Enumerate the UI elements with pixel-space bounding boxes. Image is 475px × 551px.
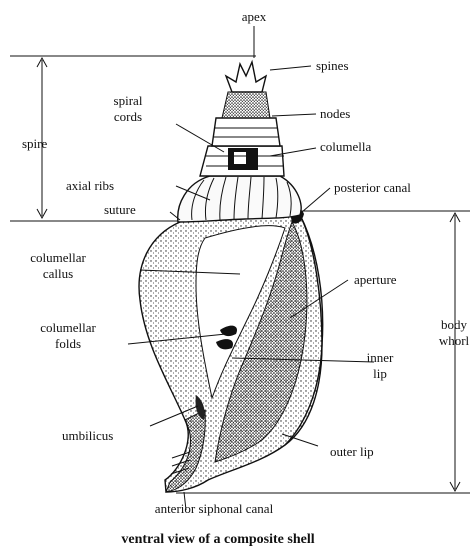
label-columella: columella <box>320 139 371 154</box>
label-spiral-cords-2: cords <box>114 109 142 124</box>
label-columellar-callus-2: callus <box>43 266 73 281</box>
label-columellar-folds-1: columellar <box>40 320 96 335</box>
label-suture: suture <box>104 202 136 217</box>
label-anterior-siphonal-canal: anterior siphonal canal <box>155 501 274 516</box>
label-inner-lip-2: lip <box>373 366 387 381</box>
label-columellar-folds-2: folds <box>55 336 81 351</box>
label-spiral-cords-1: spiral <box>114 93 143 108</box>
label-inner-lip-1: inner <box>367 350 394 365</box>
label-apex: apex <box>242 9 267 24</box>
label-body-whorl-2: whorl <box>439 333 470 348</box>
label-axial-ribs: axial ribs <box>66 178 114 193</box>
label-umbilicus: umbilicus <box>62 428 113 443</box>
label-spire: spire <box>22 136 48 151</box>
nodes-dark <box>222 92 270 118</box>
label-aperture: aperture <box>354 272 397 287</box>
shell-illustration <box>139 62 323 492</box>
spire-whorl-nodes <box>212 118 280 146</box>
figure-caption: ventral view of a composite shell <box>121 532 314 547</box>
label-posterior-canal: posterior canal <box>334 180 411 195</box>
label-columellar-callus-1: columellar <box>30 250 86 265</box>
label-spines: spines <box>316 58 349 73</box>
label-body-whorl-1: body <box>441 317 468 332</box>
label-outer-lip: outer lip <box>330 444 374 459</box>
spire-whorl-ribs <box>178 176 301 222</box>
label-nodes: nodes <box>320 106 350 121</box>
apex-spines <box>226 62 266 92</box>
